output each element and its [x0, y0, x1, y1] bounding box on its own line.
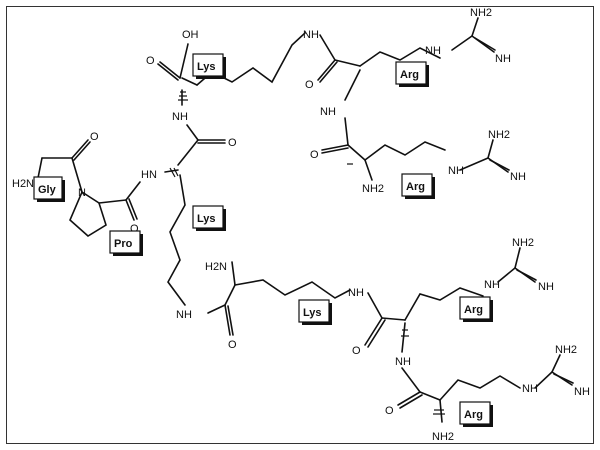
oxygen-label: O — [310, 149, 319, 161]
residue-tags: Lys Gly Lys Pro Lys — [33, 53, 493, 427]
residue-label: Pro — [114, 238, 133, 250]
residue-label: Lys — [197, 213, 216, 225]
arg-nh2-label: NH2 — [555, 344, 577, 356]
amide-hn-label: HN — [141, 169, 157, 181]
lys-amine-label: H2N — [205, 261, 227, 273]
residue-label: Arg — [400, 69, 419, 81]
bonds — [37, 17, 574, 423]
atom-labels: OH O NH NH O HN N O O H2N O NH O NH2 NH … — [12, 7, 590, 443]
oxygen-label: O — [352, 345, 361, 357]
stereo-hashes — [169, 91, 445, 415]
arg-nh-label: NH — [574, 386, 590, 398]
amide-nh-label: NH — [176, 309, 192, 321]
residue-tag-pro: Pro — [109, 230, 143, 256]
oxygen-label: O — [305, 79, 314, 91]
proline-n-label: N — [78, 187, 86, 199]
oxygen-label: O — [228, 339, 237, 351]
amide-nh-label: NH — [303, 29, 319, 41]
residue-tag-lys-top: Lys — [192, 53, 226, 79]
arg-nh-label: NH — [484, 279, 500, 291]
arg-amine-label: NH2 — [362, 183, 384, 195]
residue-tag-arg-4: Arg — [459, 401, 493, 427]
residue-label: Lys — [197, 61, 216, 73]
arg-nh-label: NH — [510, 171, 526, 183]
amide-nh-label: NH — [395, 356, 411, 368]
residue-tag-lys-mid: Lys — [192, 205, 226, 231]
arg-nh2-label: NH2 — [512, 237, 534, 249]
oxygen-label: O — [385, 405, 394, 417]
arg-nh-label: NH — [448, 165, 464, 177]
residue-tag-arg-2: Arg — [401, 173, 435, 199]
arg-nh-label: NH — [425, 45, 441, 57]
hydroxyl-label: OH — [182, 29, 199, 41]
residue-label: Gly — [38, 184, 57, 196]
residue-label: Arg — [406, 181, 425, 193]
arg-nh-label: NH — [538, 281, 554, 293]
oxygen-label: O — [146, 55, 155, 67]
amide-nh-label: NH — [320, 106, 336, 118]
residue-tag-lys-bottom: Lys — [298, 299, 332, 325]
residue-label: Lys — [303, 307, 322, 319]
gly-amine-label: H2N — [12, 178, 34, 190]
diagram-frame — [6, 6, 594, 444]
amide-nh-label: NH — [172, 111, 188, 123]
arg-nh-label: NH — [522, 383, 538, 395]
residue-label: Arg — [464, 304, 483, 316]
arg-nh2-label: NH2 — [488, 129, 510, 141]
arg-amine-label: NH2 — [432, 431, 454, 443]
residue-label: Arg — [464, 409, 483, 421]
oxygen-label: O — [130, 223, 139, 235]
residue-tag-arg-3: Arg — [459, 296, 493, 322]
oxygen-label: O — [90, 131, 99, 143]
arg-nh-label: NH — [495, 53, 511, 65]
residue-tag-gly: Gly — [33, 176, 65, 202]
amide-nh-label: NH — [348, 287, 364, 299]
oxygen-label: O — [228, 137, 237, 149]
arg-nh2-label: NH2 — [470, 7, 492, 19]
residue-tag-arg-1: Arg — [395, 61, 429, 87]
